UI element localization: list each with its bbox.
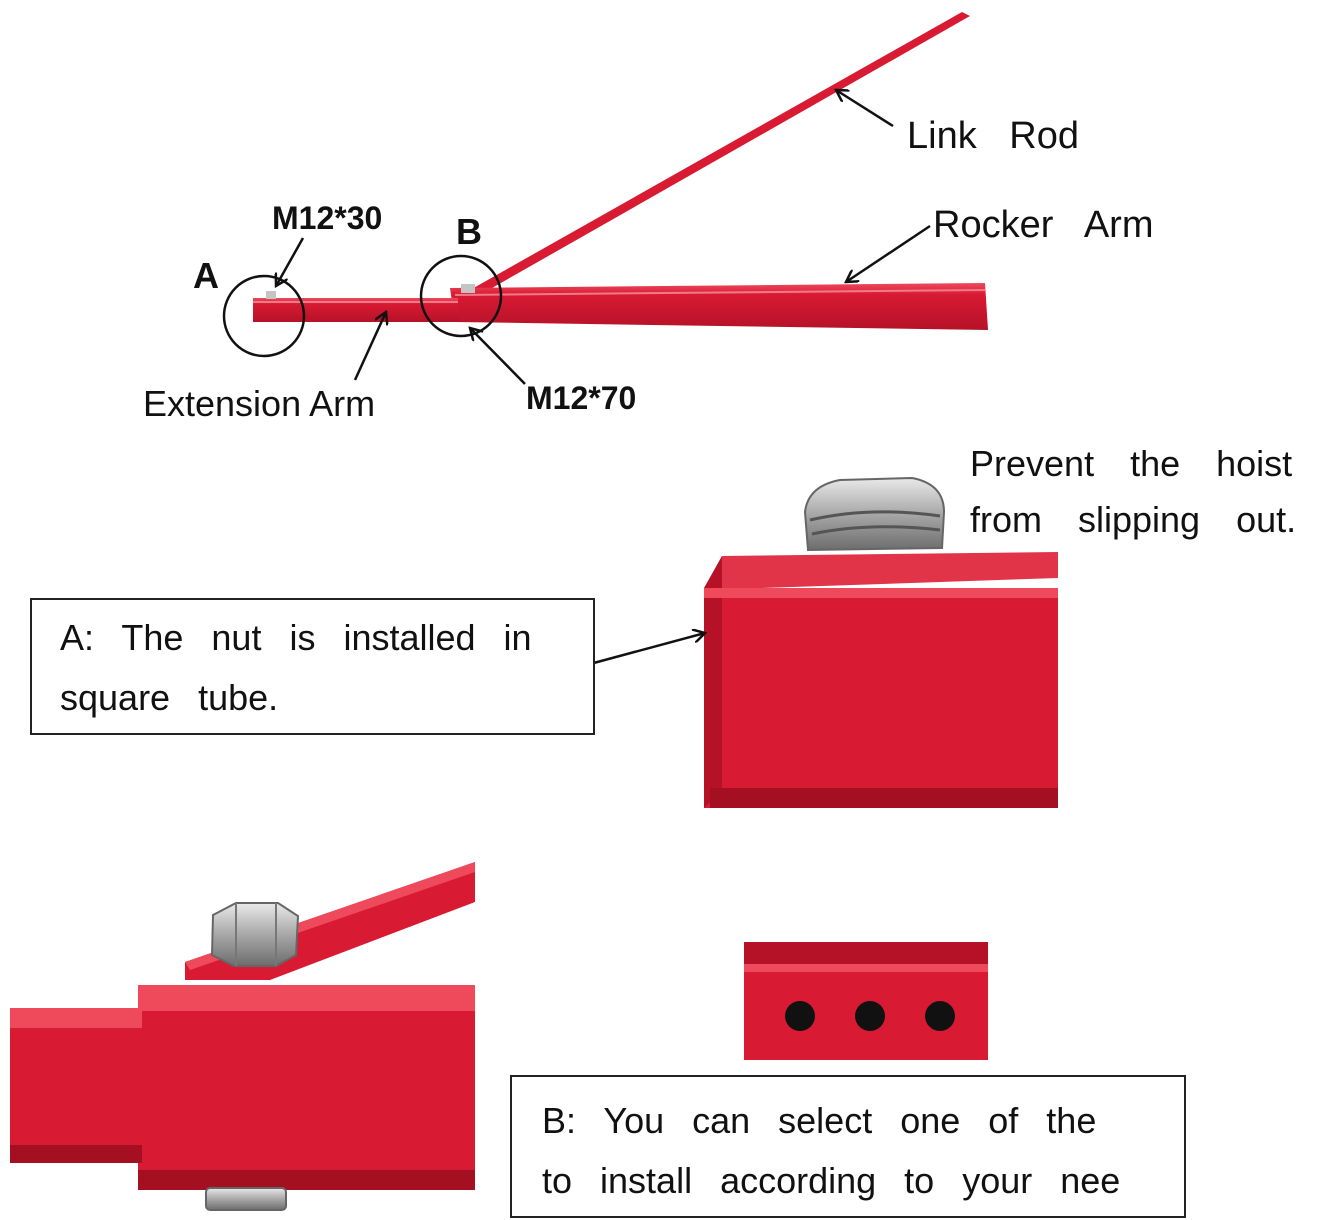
holes-photo <box>744 942 988 1060</box>
joint-inner-tube <box>10 1008 142 1163</box>
arrow-bolt-b <box>470 328 526 385</box>
detail-circle-b <box>419 254 503 338</box>
hole-3 <box>925 1001 955 1031</box>
label-bolt-a: M12*30 <box>272 200 382 236</box>
hole-1 <box>785 1001 815 1031</box>
tube-top-face <box>704 552 1058 590</box>
callout-a: A: The nut is installed in square tube. <box>30 598 595 735</box>
label-rocker-arm: Rocker Arm <box>933 204 1153 246</box>
detail-b-photo <box>10 862 475 1211</box>
note-hoist: Prevent the hoist from slipping out. <box>970 436 1320 548</box>
bolt-b-head <box>461 284 475 293</box>
arrow-callout-a <box>589 633 705 666</box>
callout-a-line-2: square tube. <box>60 677 279 718</box>
hole-2 <box>855 1001 885 1031</box>
overview-assembly: Link Rod Rocker Arm Extension Arm A B M1… <box>143 12 1153 424</box>
callout-a-line-1: A: The nut is installed in <box>60 617 532 658</box>
note-hoist-line-2: from slipping out. <box>970 499 1297 540</box>
arrow-bolt-a <box>276 237 305 286</box>
label-link-rod: Link Rod <box>907 115 1079 157</box>
arrow-link-rod <box>836 90 894 128</box>
callout-b-line-2: to install according to your nee <box>542 1160 1121 1201</box>
label-extension-arm: Extension Arm <box>143 383 375 424</box>
callout-b-line-1: B: You can select one of the <box>542 1100 1097 1141</box>
label-point-b: B <box>456 211 482 252</box>
joint-nut-bottom <box>205 1187 287 1211</box>
arrow-extension-arm <box>353 312 386 381</box>
nut <box>803 476 946 552</box>
label-point-a: A <box>193 255 219 296</box>
note-hoist-line-1: Prevent the hoist <box>970 443 1293 484</box>
label-bolt-b: M12*70 <box>526 380 636 416</box>
callout-b: B: You can select one of the to install … <box>510 1075 1186 1218</box>
detail-circle-a <box>222 274 306 358</box>
arrow-rocker-arm <box>846 224 931 282</box>
joint-outer-tube <box>138 985 475 1190</box>
detail-a-photo <box>704 476 1058 808</box>
joint-bolt <box>210 902 300 967</box>
link-rod <box>470 12 970 296</box>
tube-front-face <box>704 588 1058 808</box>
bolt-a-head <box>266 291 276 299</box>
